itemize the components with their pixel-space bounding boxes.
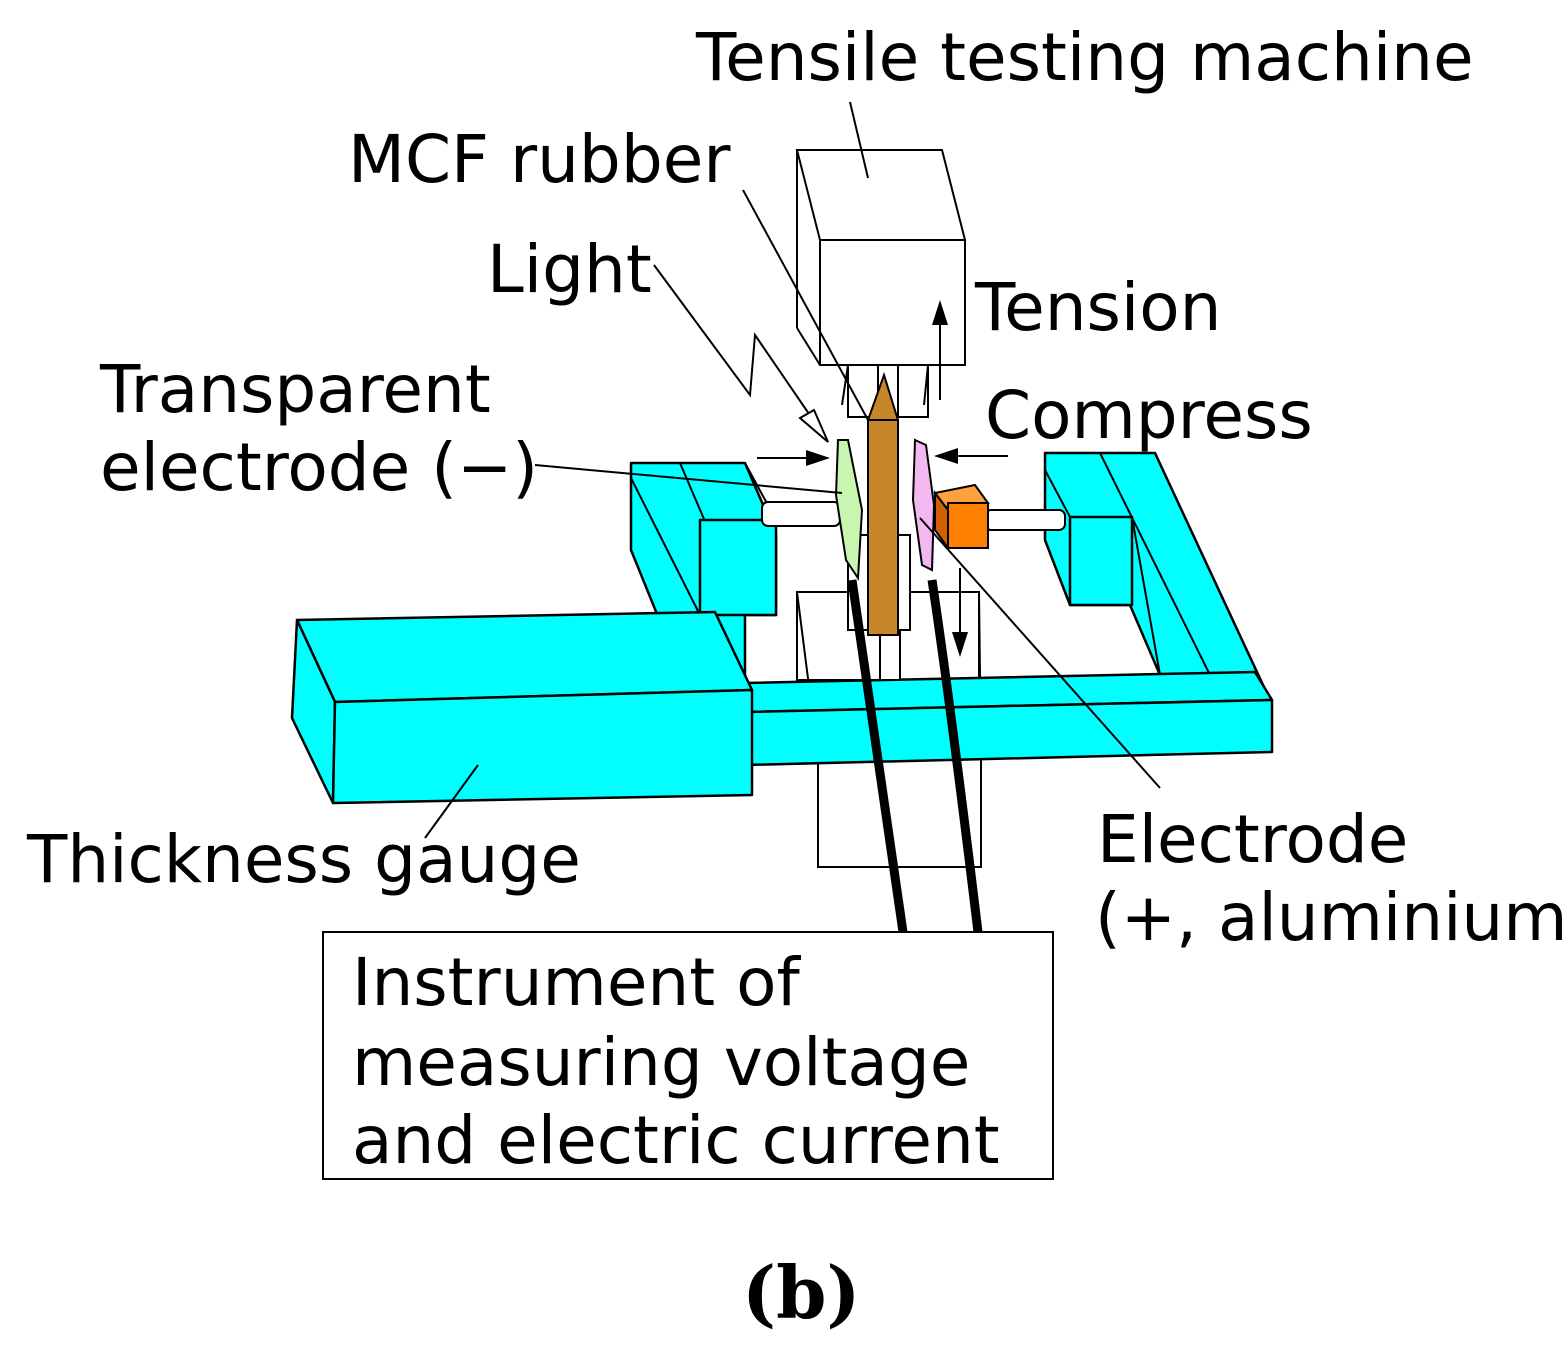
transparent-electrode-label-2: electrode (−) [100, 429, 538, 506]
electrode-label-1: Electrode [1097, 801, 1408, 878]
tension-arrow [932, 300, 948, 400]
mcf-rubber-leader [742, 189, 869, 421]
compress-label: Compress [985, 377, 1313, 454]
instrument-label-1: Instrument of [352, 944, 801, 1021]
tensile-machine-label: Tensile testing machine [695, 19, 1474, 96]
lead-wires [847, 579, 983, 933]
instrument-label-3: and electric current [352, 1102, 1000, 1179]
compress-right-arrow [934, 448, 1008, 464]
thickness-gauge-body [290, 610, 754, 805]
transparent-electrode-label-1: Transparent [99, 351, 491, 428]
light-label: Light [487, 231, 652, 308]
transparent-electrode [834, 439, 864, 582]
tension-down-arrow [952, 568, 968, 657]
tension-label: Tension [974, 269, 1221, 346]
mcf-rubber-strip [867, 419, 899, 636]
transparent-electrode-leader [534, 464, 843, 494]
compress-left-arrow [757, 450, 830, 466]
compressor-block [933, 483, 990, 552]
compress-rods [761, 501, 1066, 531]
thickness-gauge-label: Thickness gauge [26, 821, 581, 898]
instrument-label-2: measuring voltage [352, 1024, 970, 1101]
base-bar [743, 670, 1274, 767]
light-arrowhead [798, 408, 829, 443]
light-zigzag-leader [653, 264, 821, 431]
tensile-machine-leader [849, 101, 869, 179]
thickness-gauge-leader [424, 764, 479, 839]
aluminium-electrode-leader [919, 517, 1161, 789]
right-frame-arm [1043, 451, 1272, 702]
instrument-box [322, 931, 1054, 1180]
figure-caption: (b) [742, 1250, 860, 1335]
electrode-label-2: (+, aluminium) [1095, 879, 1563, 956]
aluminium-electrode [911, 438, 936, 572]
mcf-rubber-label: MCF rubber [348, 121, 731, 198]
